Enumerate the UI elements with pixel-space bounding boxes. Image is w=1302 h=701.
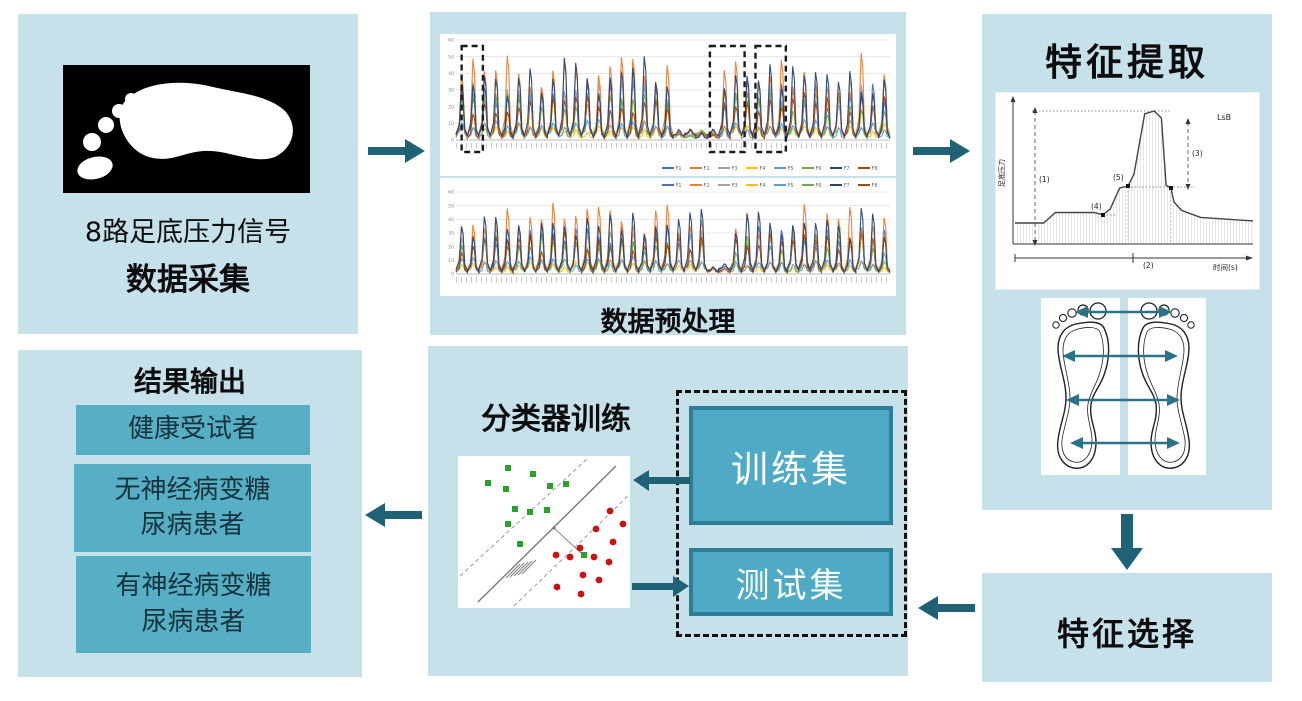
feature-extraction-title: 特征提取 xyxy=(1045,41,1209,84)
data-collection-title: 数据采集 xyxy=(126,262,250,298)
arrow-collection-to-preprocess xyxy=(368,138,425,164)
data-collection-caption: 8路足底压力信号 xyxy=(84,217,292,248)
svg-text:40: 40 xyxy=(448,71,454,77)
test-set-box: 测试集 xyxy=(689,548,893,616)
result-no-neuropathy: 无神经病变糖 尿病患者 xyxy=(74,464,311,552)
arrow-preprocess-to-feature xyxy=(913,138,970,164)
feature-selection-title: 特征选择 xyxy=(1056,615,1197,653)
footprint-icon xyxy=(77,82,293,180)
svg-text:F2: F2 xyxy=(704,183,710,189)
preprocessing-title: 数据预处理 xyxy=(600,307,736,338)
svg-text:F3: F3 xyxy=(732,183,738,189)
svg-text:F6: F6 xyxy=(816,166,822,172)
svg-text:10: 10 xyxy=(448,121,454,127)
svg-text:50: 50 xyxy=(448,54,454,60)
svg-text:40: 40 xyxy=(448,217,454,223)
svg-text:60: 60 xyxy=(448,190,454,196)
feature-selection-box: 特征选择 xyxy=(982,573,1272,682)
svg-text:F7: F7 xyxy=(844,183,850,189)
svg-text:30: 30 xyxy=(448,88,454,94)
svg-text:F3: F3 xyxy=(732,166,738,172)
pressure-curve-chart: (1) (3) LsB (5) (4) (2) 时间(s) 足底压力 xyxy=(995,92,1260,290)
svg-text:(2): (2) xyxy=(1143,261,1154,270)
svg-text:50: 50 xyxy=(448,203,454,209)
arrow-svm-to-testset xyxy=(632,574,689,598)
svg-text:F5: F5 xyxy=(788,183,794,189)
svg-text:10: 10 xyxy=(448,258,454,264)
svg-text:F2: F2 xyxy=(704,166,710,172)
svg-text:0: 0 xyxy=(451,272,454,278)
svg-text:F1: F1 xyxy=(676,183,682,189)
svg-text:F7: F7 xyxy=(844,166,850,172)
svg-text:0: 0 xyxy=(451,138,454,144)
svg-text:(1): (1) xyxy=(1039,175,1050,184)
svm-scatter-image xyxy=(458,456,630,608)
training-set-box: 训练集 xyxy=(689,406,893,525)
svg-text:(5): (5) xyxy=(1113,173,1124,182)
result-healthy: 健康受试者 xyxy=(76,405,310,455)
arrow-trainset-to-svm xyxy=(633,468,690,492)
test-set-label: 测试集 xyxy=(735,565,847,606)
output-title: 结果输出 xyxy=(133,365,246,398)
svg-text:LsB: LsB xyxy=(1217,113,1231,122)
svg-text:F8: F8 xyxy=(872,166,878,172)
svg-text:(4): (4) xyxy=(1091,202,1102,211)
pressure-curve-panel: (1) (3) LsB (5) (4) (2) 时间(s) 足底压力 xyxy=(995,92,1260,290)
svg-text:F1: F1 xyxy=(676,166,682,172)
svg-text:(3): (3) xyxy=(1192,149,1203,158)
feature-extraction-box: 特征提取 (1) (3) LsB (5) (4) (2) 时间(s) 足底压力 xyxy=(982,14,1272,510)
svg-text:20: 20 xyxy=(448,104,454,110)
svg-text:20: 20 xyxy=(448,244,454,250)
signal-chart-bottom: 0 10 20 30 40 50 60 F1 F2 F3 F4 F5 F6 F7 F8 xyxy=(440,178,896,296)
classifier-title: 分类器训练 xyxy=(481,402,631,437)
footprint-image xyxy=(63,65,310,193)
feet-arrows-image xyxy=(1041,298,1206,475)
svg-text:F4: F4 xyxy=(760,183,766,189)
result-neuropathy-label: 有神经病变糖 尿病患者 xyxy=(115,571,272,637)
feet-illustration xyxy=(1022,294,1222,494)
result-no-neuropathy-label: 无神经病变糖 尿病患者 xyxy=(114,474,271,540)
arrow-selection-to-classifier xyxy=(918,595,975,621)
arrow-classifier-to-output xyxy=(365,502,422,528)
result-healthy-label: 健康受试者 xyxy=(127,414,258,445)
svg-text:时间(s): 时间(s) xyxy=(1213,262,1238,272)
svg-text:F5: F5 xyxy=(788,166,794,172)
classifier-box: 分类器训练 训练集 测试集 xyxy=(428,346,908,676)
svg-text:足底压力: 足底压力 xyxy=(997,159,1006,187)
training-set-label: 训练集 xyxy=(731,447,851,491)
svg-text:F6: F6 xyxy=(816,183,822,189)
result-neuropathy: 有神经病变糖 尿病患者 xyxy=(76,556,311,653)
arrow-feature-to-selection xyxy=(1109,514,1145,570)
output-box: 结果输出 健康受试者 无神经病变糖 尿病患者 有神经病变糖 尿病患者 xyxy=(18,350,362,677)
svg-text:F4: F4 xyxy=(760,166,766,172)
svm-panel xyxy=(458,456,630,608)
train-test-dashed-group xyxy=(676,390,907,637)
svg-text:30: 30 xyxy=(448,231,454,237)
svg-text:F8: F8 xyxy=(872,183,878,189)
svg-text:60: 60 xyxy=(448,38,454,44)
data-collection-box: 8路足底压力信号 数据采集 xyxy=(18,14,358,334)
